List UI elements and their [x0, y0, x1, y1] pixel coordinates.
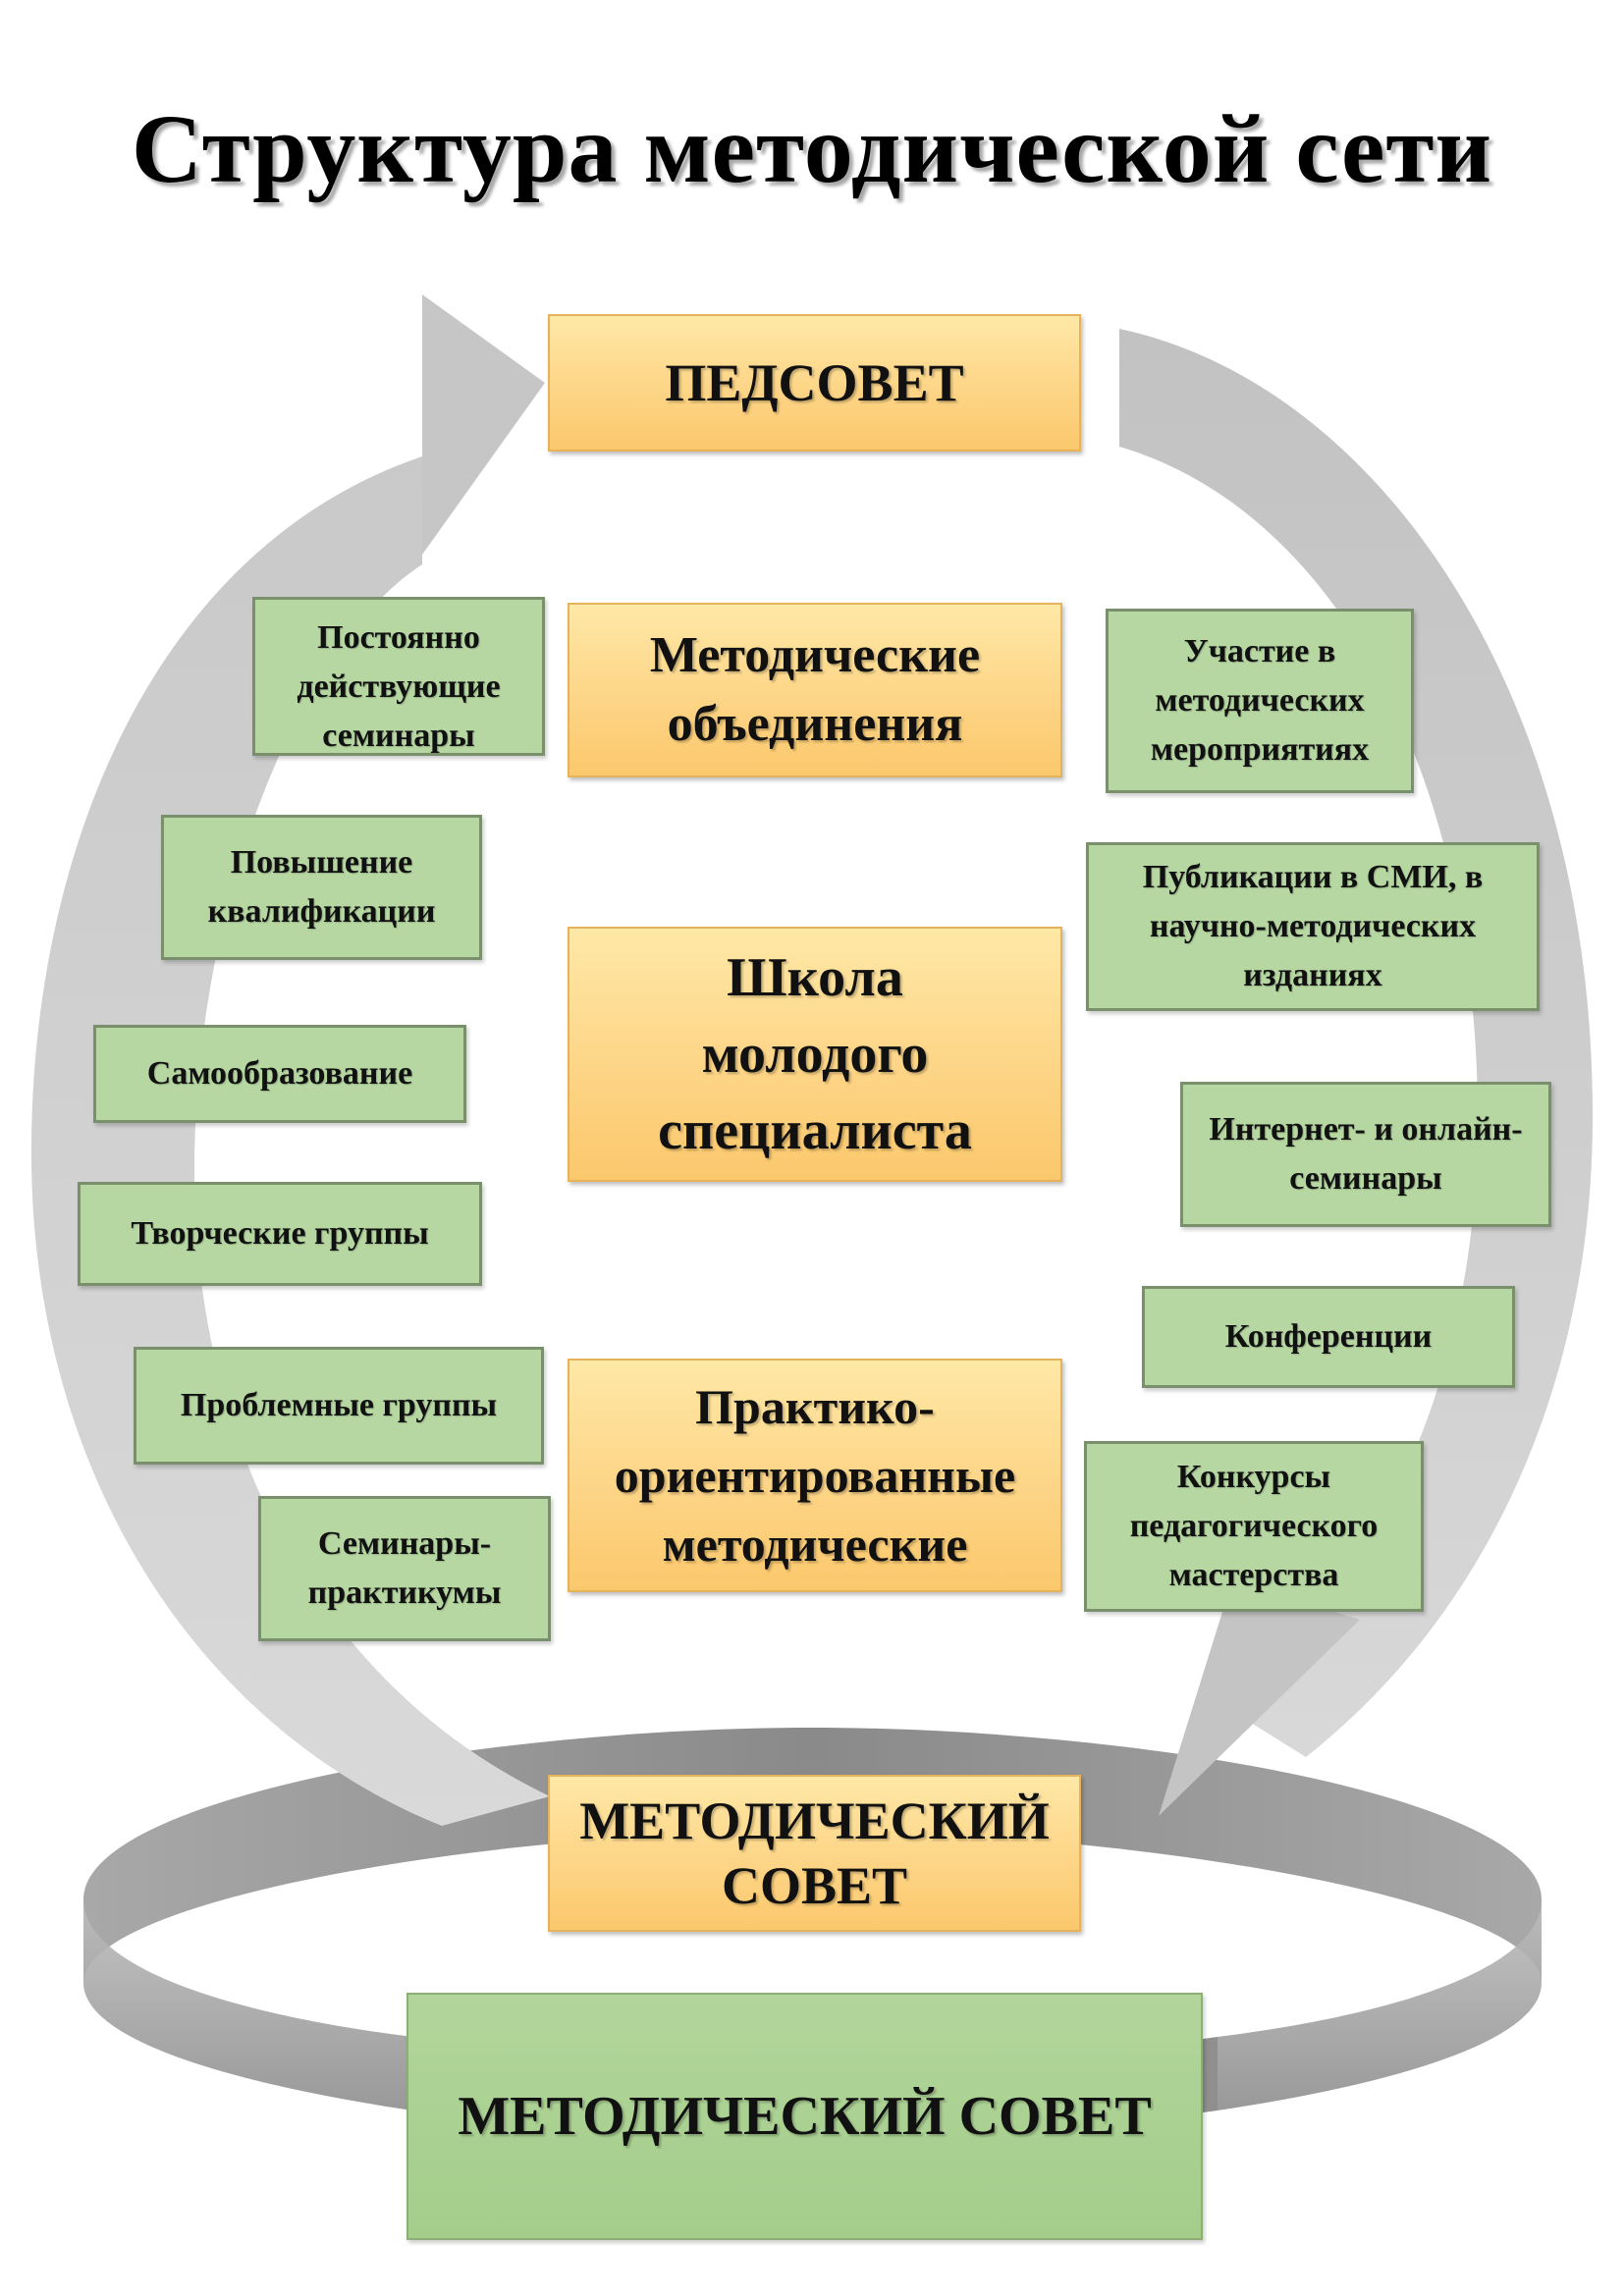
bottom-methodical-council-box: МЕТОДИЧЕСКИЙ СОВЕТ — [406, 1993, 1203, 2240]
methodical-council-box: МЕТОДИЧЕСКИЙ СОВЕТ — [548, 1775, 1081, 1932]
left-item-label: Самообразование — [146, 1055, 413, 1092]
right-item-contests: Конкурсы педагогического мастерства — [1084, 1441, 1424, 1612]
left-item-label: Повышение квалификации — [207, 844, 436, 930]
page-title: Структура методической сети — [131, 94, 1493, 203]
left-item-problem-groups: Проблемные группы — [134, 1347, 544, 1465]
left-item-qualification: Повышение квалификации — [161, 815, 482, 960]
young-specialist-school-label: Школа молодого специалиста — [658, 947, 972, 1161]
right-item-online-seminars: Интернет- и онлайн-семинары — [1180, 1082, 1551, 1227]
right-item-label: Публикации в СМИ, в научно-методических … — [1142, 859, 1484, 993]
left-item-seminars: Постоянно действующие семинары — [252, 597, 545, 756]
right-item-events: Участие в методических мероприятиях — [1106, 609, 1414, 793]
right-item-label: Конференции — [1224, 1318, 1433, 1355]
methodical-council-label: МЕТОДИЧЕСКИЙ СОВЕТ — [579, 1791, 1050, 1915]
left-item-self-education: Самообразование — [93, 1025, 466, 1123]
practice-oriented-label: Практико-ориентированные методические — [614, 1379, 1016, 1572]
practice-oriented-box: Практико-ориентированные методические — [568, 1359, 1062, 1592]
right-item-publications: Публикации в СМИ, в научно-методических … — [1086, 842, 1540, 1011]
left-item-label: Творческие группы — [131, 1215, 429, 1252]
pedsovet-box: ПЕДСОВЕТ — [548, 314, 1081, 452]
left-item-creative-groups: Творческие группы — [78, 1182, 482, 1286]
right-item-label: Интернет- и онлайн-семинары — [1209, 1111, 1523, 1197]
methodical-associations-label: Методические объединения — [649, 627, 981, 752]
left-item-label: Постоянно действующие семинары — [297, 619, 501, 754]
right-item-label: Конкурсы педагогического мастерства — [1129, 1459, 1379, 1593]
young-specialist-school-box: Школа молодого специалиста — [568, 927, 1062, 1182]
left-item-label: Проблемные группы — [180, 1387, 498, 1423]
pedsovet-label: ПЕДСОВЕТ — [665, 353, 964, 412]
right-item-conferences: Конференции — [1142, 1286, 1515, 1388]
right-arc-arrow — [1119, 329, 1594, 1816]
left-item-label: Семинары-практикумы — [307, 1525, 502, 1611]
left-arc-arrow — [30, 294, 550, 1826]
bottom-methodical-council-label: МЕТОДИЧЕСКИЙ СОВЕТ — [458, 2086, 1152, 2147]
left-item-workshops: Семинары-практикумы — [258, 1496, 551, 1641]
right-item-label: Участие в методических мероприятиях — [1150, 633, 1370, 768]
methodical-associations-box: Методические объединения — [568, 603, 1062, 777]
